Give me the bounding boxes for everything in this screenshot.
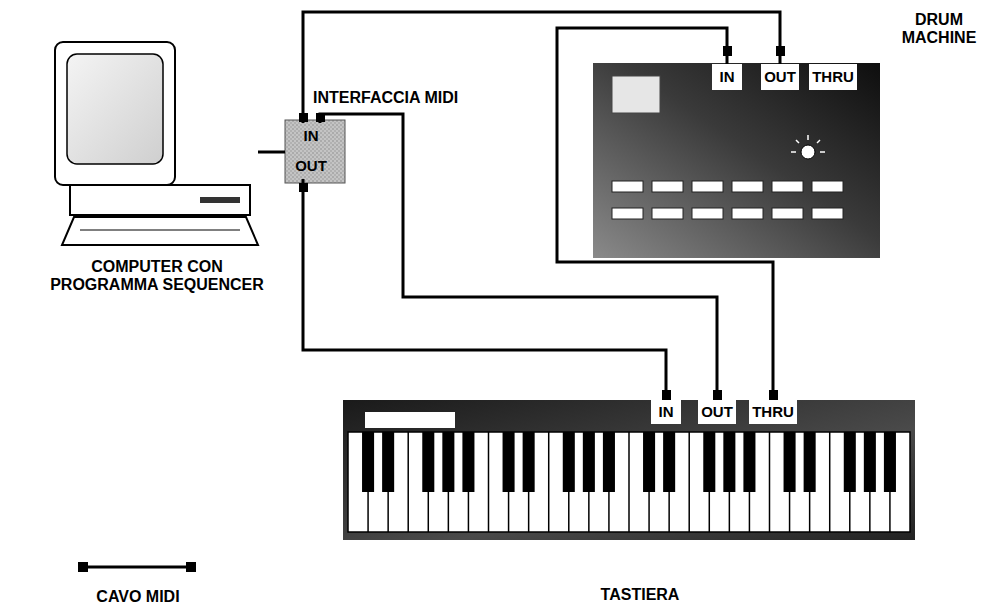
black-key [362,432,374,492]
black-key [643,432,655,492]
white-key-edge [688,432,690,532]
drum-pad [812,181,843,192]
white-key-edge [769,432,771,532]
black-key [583,432,595,492]
keybed [348,432,910,532]
drum-pad [812,208,843,219]
midi-cable [258,151,285,154]
black-key [864,432,876,492]
device: DRUM MACHINEINOUTTHRU [593,63,880,258]
drum-pad [612,181,643,192]
monitor [55,42,175,185]
drum-body [593,63,880,258]
legend-label: CAVO MIDI [76,588,200,606]
device-label: COMPUTER CON PROGRAMMA SEQUENCER [37,258,277,295]
black-key [884,432,896,492]
device-label: TASTIERA [580,586,700,604]
black-key [523,432,535,492]
drum-knob [791,135,825,159]
midi-plugs [299,46,785,400]
black-key [462,432,474,492]
drum-pad [692,181,723,192]
port-label: THRU [812,68,854,85]
port-label: THRU [752,403,794,420]
white-key-edge [628,432,630,532]
black-key [844,432,856,492]
port-label: IN [720,68,735,85]
drum-pad [772,208,803,219]
device: COMPUTER CON PROGRAMMA SEQUENCER [55,42,258,245]
drum-pad [652,208,683,219]
port-label: IN [304,127,319,144]
midi-port: IN [293,123,329,149]
interface-box [285,120,345,183]
black-key [382,432,394,492]
port-label: IN [659,403,674,420]
drum-pad [652,181,683,192]
keys [362,432,896,532]
black-key [442,432,454,492]
black-key [743,432,755,492]
midi-cable [557,28,773,400]
computer-keyboard [62,217,258,245]
drum-pad [692,208,723,219]
drum-machine-illustration [593,63,880,258]
black-key [603,432,615,492]
computer-illustration [55,42,258,245]
white-key-edge [548,432,550,532]
port-label: OUT [764,68,796,85]
black-key [703,432,715,492]
white-key-edge [407,432,409,532]
black-key [422,432,434,492]
white-key-edge [829,432,831,532]
drum-pad [612,208,643,219]
device: TASTIERAINOUTTHRU [343,400,915,540]
midi-port: THRU [749,400,797,424]
black-key [804,432,816,492]
device: INTERFACCIA MIDIINOUT [285,120,345,183]
white-key-edge [488,432,490,532]
drum-display [612,76,660,113]
keyboard-illustration [343,400,915,540]
midi-cable [303,179,666,400]
port-label: OUT [295,157,327,174]
midi-port: THRU [809,64,857,90]
midi-port: IN [651,400,681,424]
black-key [723,432,735,492]
port-label: OUT [701,403,733,420]
midi-port: OUT [698,400,736,424]
drum-pad [732,208,763,219]
device-label: INTERFACCIA MIDI [313,89,458,107]
keyboard-body [343,400,915,540]
computer-case [70,185,250,215]
midi-port: OUT [761,64,799,90]
midi-cable [320,114,717,400]
keyboard-display [365,412,455,428]
black-key [503,432,515,492]
drum-buttons [612,181,843,219]
midi-port: IN [712,64,742,90]
drum-pad [732,181,763,192]
midi-port: OUT [289,153,333,179]
black-key [563,432,575,492]
computer-keyboard-line [80,230,240,231]
drum-pad [772,181,803,192]
device-label: DRUM MACHINE [891,11,987,48]
black-key [784,432,796,492]
drive-slot [200,197,240,203]
legend-cable-sample [78,562,196,572]
screen [67,54,163,164]
black-key [663,432,675,492]
